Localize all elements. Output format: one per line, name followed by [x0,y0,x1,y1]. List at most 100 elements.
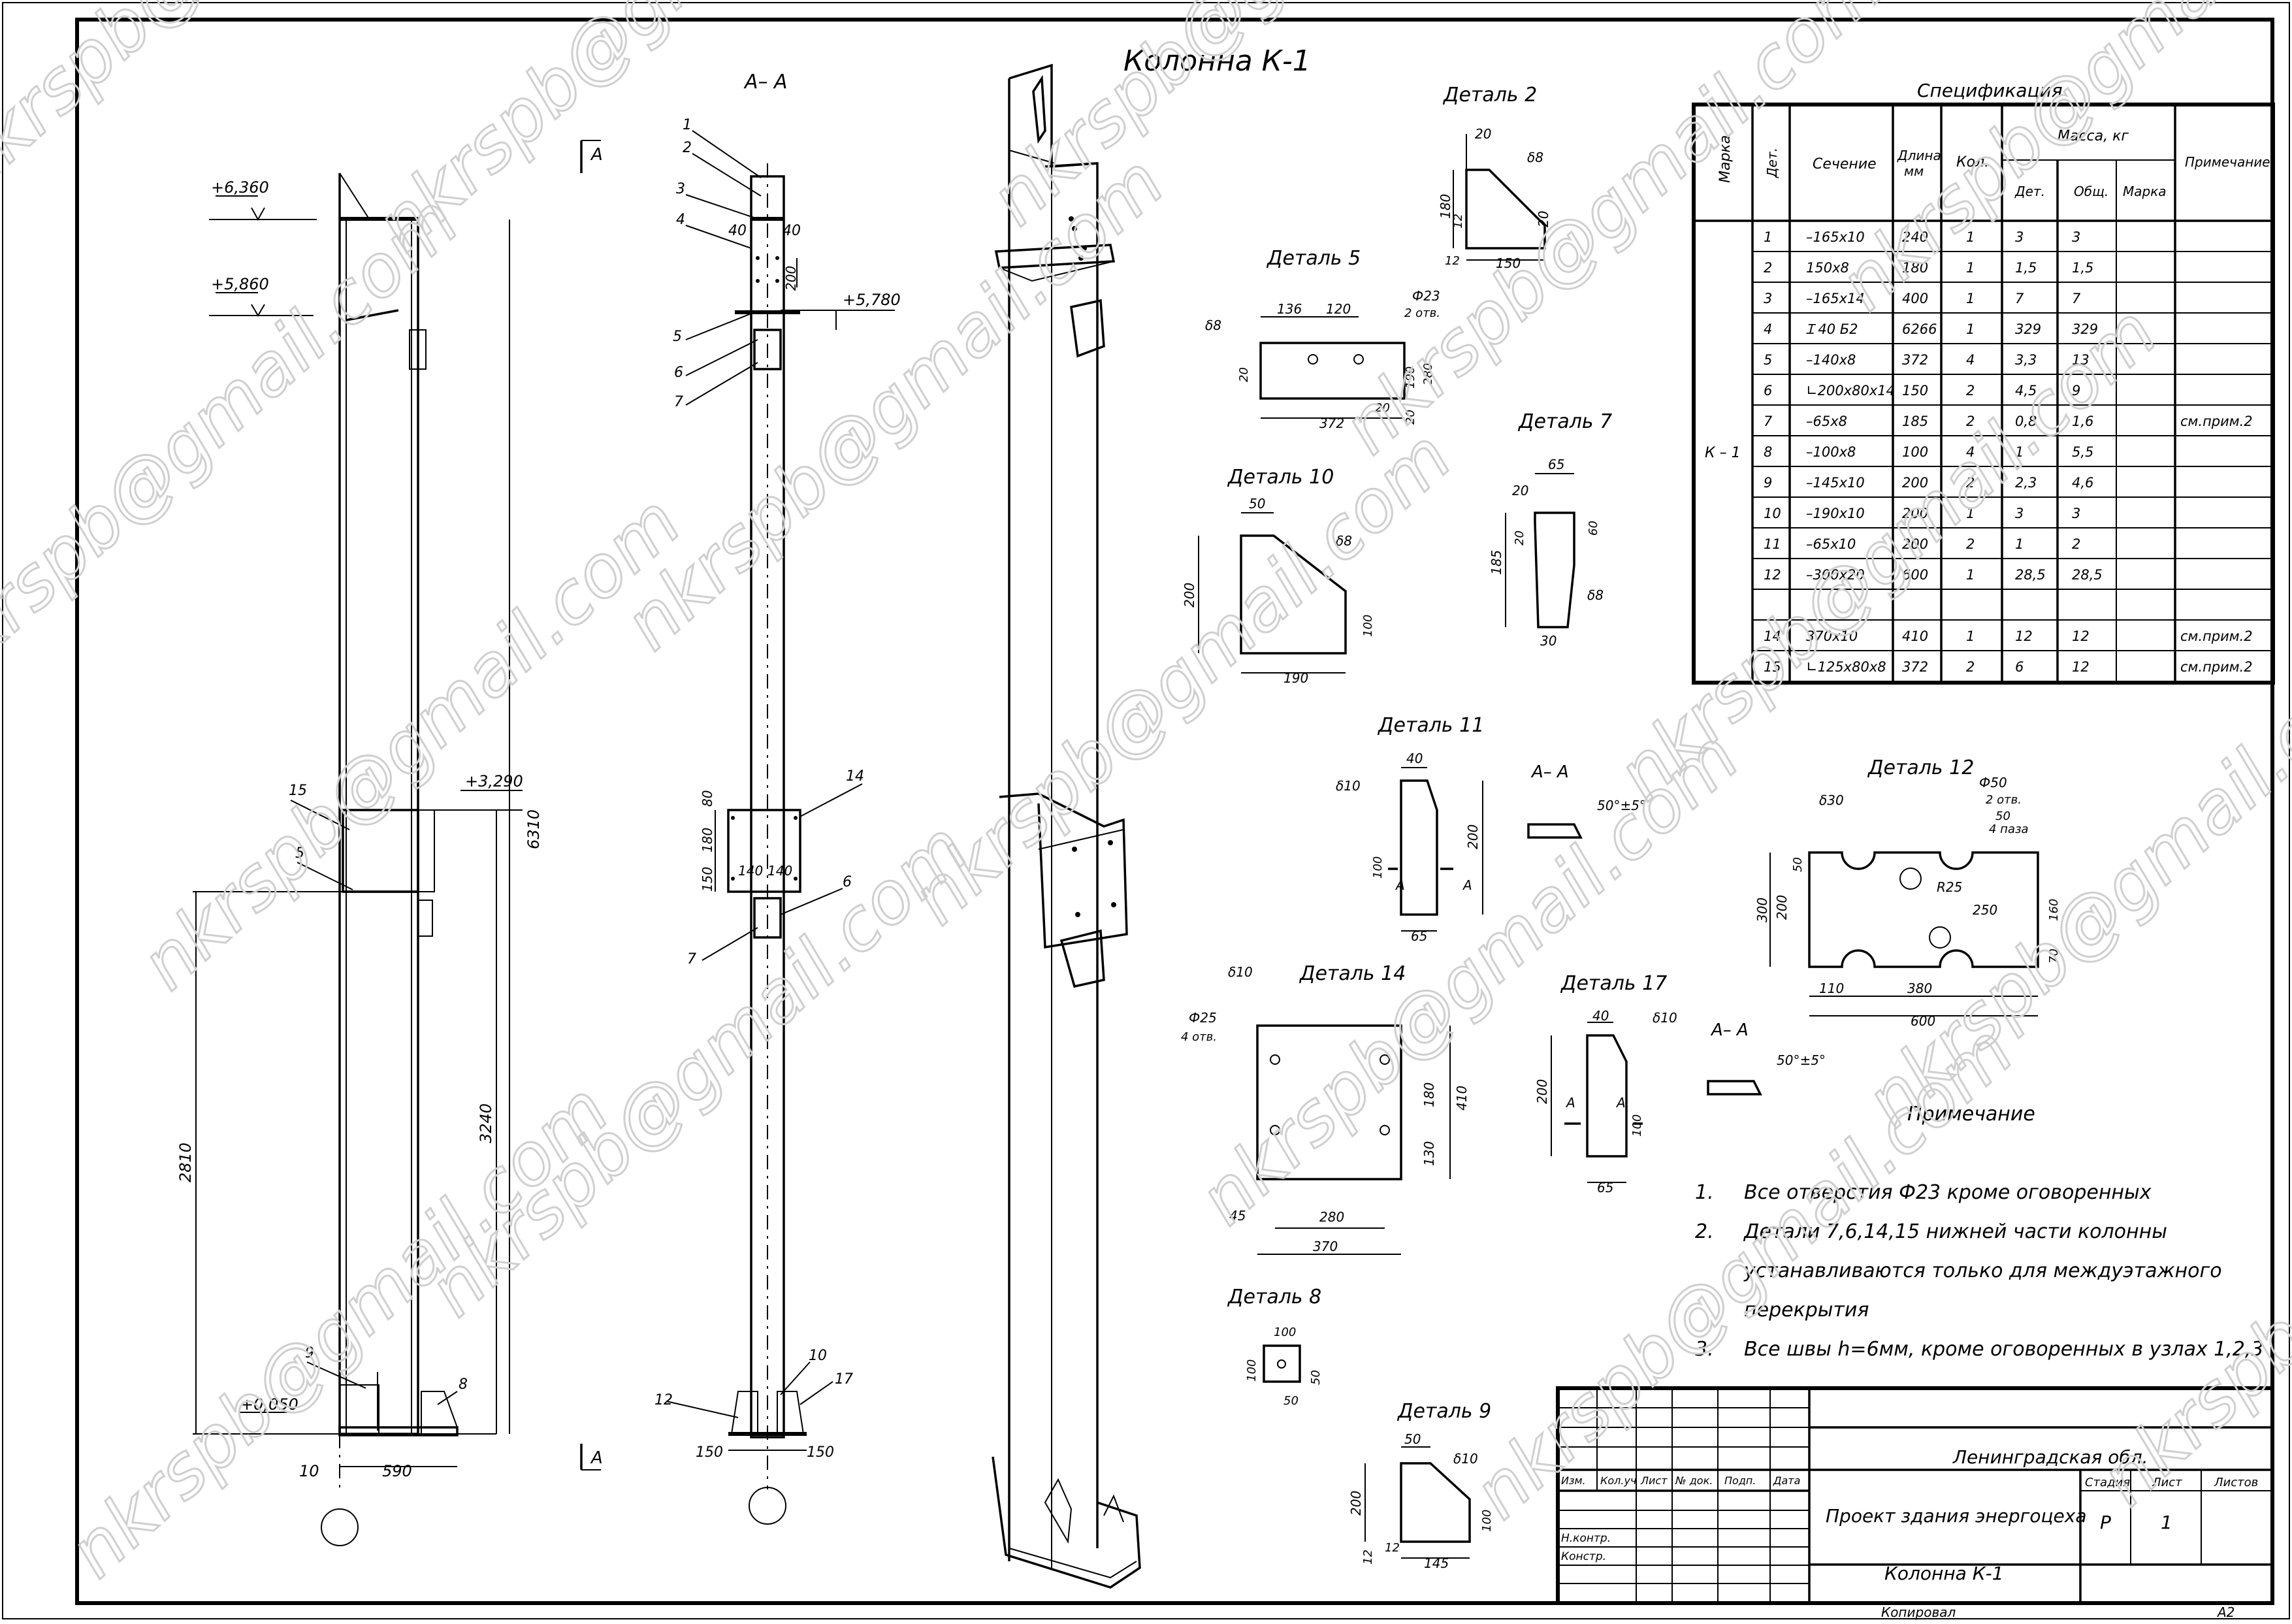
detail-14-title: Деталь 14 [1299,962,1406,985]
d9-dim-d10: δ10 [1453,1451,1478,1467]
stamp-col-podp: Подп. [1724,1474,1756,1487]
stamp-format: А2 [2216,1604,2235,1620]
smark-7: 7 [674,394,683,410]
dim-200: 200 [783,266,799,291]
spec-h-note: Примечание [2185,154,2270,170]
spec-h-mass: Масса, кг [2058,128,2129,144]
smark-17: 17 [835,1371,853,1388]
spec-cell: 12 [1764,567,1781,583]
elev-5860: +5,860 [211,275,269,293]
spec-cell: 1 [1966,506,1975,521]
d11-dim-200: 200 [1465,824,1481,849]
section-marks: 1 2 3 4 5 6 7 14 6 7 10 17 12 [654,117,864,1418]
elev-5780: +5,780 [843,291,901,309]
spec-h-det: Дет. [1764,148,1780,178]
spec-cell: 3 [1764,291,1772,306]
smark-6: 6 [674,365,683,381]
spec-cell: 10 [1764,506,1781,521]
d17-dim-d10: δ10 [1653,1010,1677,1026]
detail-7-title: Деталь 7 [1517,410,1612,433]
note-line: Все швы h=6мм, кроме оговоренных в узлах… [1744,1338,2263,1361]
elev-3290: +3,290 [465,772,523,790]
elev-6360: +6,360 [211,178,269,197]
spec-cell: 1,5 [2015,260,2037,276]
spec-cell: 2 [1966,414,1975,429]
d2-dim-150: 150 [1496,255,1521,271]
detail-12: Деталь 12 δ30 Ф50 2 отв. 50 4 паза R25 2… [1754,756,2061,1029]
d9-dim-12b: 12 [1361,1550,1375,1565]
d7-dim-65: 65 [1548,457,1564,472]
elev-0050: +0,050 [240,1395,299,1414]
detail-9: Деталь 9 50 δ10 200 100 12 12 145 [1348,1400,1494,1571]
d12-dim-r25: R25 [1937,879,1962,895]
dim-590: 590 [382,1462,412,1480]
spec-h-mass-det: Дет. [2014,184,2045,199]
note-line: Все отверстия Ф23 кроме оговоренных [1744,1181,2152,1204]
d14-dim-holes: 4 отв. [1181,1030,1217,1044]
smark-12: 12 [654,1392,673,1408]
dim-150-mid: 150 [700,867,715,892]
elevation-marks: +6,360 +5,860 +5,780 +3,290 +0,050 [193,178,901,1435]
spec-cell: 372 [1902,352,1928,368]
notes-title: Примечание [1907,1103,2035,1126]
spec-cell: 2 [2072,536,2080,552]
stamp-org: Ленинградская обл. [1952,1446,2148,1468]
isometric-view [992,63,1141,1589]
spec-h-qty: Кол. [1956,154,1989,171]
mark-5: 5 [295,845,304,862]
d2-dim-d8: δ8 [1527,150,1543,165]
dim-80: 80 [700,790,715,807]
spec-cell: 4 [1966,352,1975,368]
d2-dim-20: 20 [1475,126,1491,142]
d9-dim-145: 145 [1424,1555,1449,1571]
spec-mark-value: К – 1 [1705,445,1741,461]
d14-dim-280: 280 [1319,1209,1344,1225]
smark-10: 10 [809,1348,827,1364]
d10-dim-50: 50 [1249,496,1265,512]
d12-dim-70: 70 [2047,949,2061,964]
smark-7-lower: 7 [687,951,696,967]
stamp-role-konstr: Констр. [1561,1550,1606,1563]
spec-cell: –140х8 [1806,352,1856,368]
spec-cell: –100х8 [1806,444,1856,460]
smark-2: 2 [683,140,692,156]
d7-dim-30: 30 [1540,633,1557,649]
d5-dim-20l: 20 [1237,367,1251,382]
section-aa-label: А– А [743,71,788,93]
d7-dim-185: 185 [1489,550,1504,575]
dim-140-left: 140 [738,863,763,879]
detail-11-title: Деталь 11 [1377,714,1484,737]
detail-7: Деталь 7 65 20 185 20 60 δ8 30 [1489,410,1612,649]
spec-cell: 370х10 [1806,628,1858,644]
d14-dim-hole: Ф25 [1189,1010,1217,1026]
d12-dim-600: 600 [1911,1013,1935,1029]
spec-cell: 13 [2072,352,2090,368]
title-block: Изм. Кол.уч Лист № док. Подп. Дата Н.кон… [1556,1386,2274,1620]
d8-dim-50-right: 50 [1309,1370,1323,1385]
spec-cell: 2 [1966,659,1975,675]
spec-h-mass-mark: Марка [2123,184,2167,199]
detail-8-title: Деталь 8 [1227,1286,1321,1308]
d10-dim-190: 190 [1283,670,1308,686]
spec-cell: 3 [2015,506,2024,521]
drawing-title: Колонна К-1 [1123,44,1311,78]
spec-cell: 150х8 [1806,260,1849,276]
spec-cell: –65х8 [1806,414,1847,429]
d12-dim-160: 160 [2047,899,2061,921]
cut-mark-top: А [590,145,603,165]
d10-dim-100: 100 [1361,615,1375,637]
spec-cell: –300х20 [1806,567,1865,583]
stamp-col-ndok: № док. [1675,1474,1713,1487]
smark-5: 5 [673,329,682,345]
stamp-sheets-header: Листов [2214,1476,2258,1489]
d10-dim-d8: δ8 [1336,533,1352,549]
dim-2810: 2810 [176,1143,195,1182]
spec-cell: 329 [2015,321,2041,337]
detail-12-title: Деталь 12 [1867,756,1974,779]
spec-cell: 200 [1902,506,1928,521]
spec-title: Спецификация [1917,80,2063,101]
d14-dim-410: 410 [1454,1086,1470,1111]
